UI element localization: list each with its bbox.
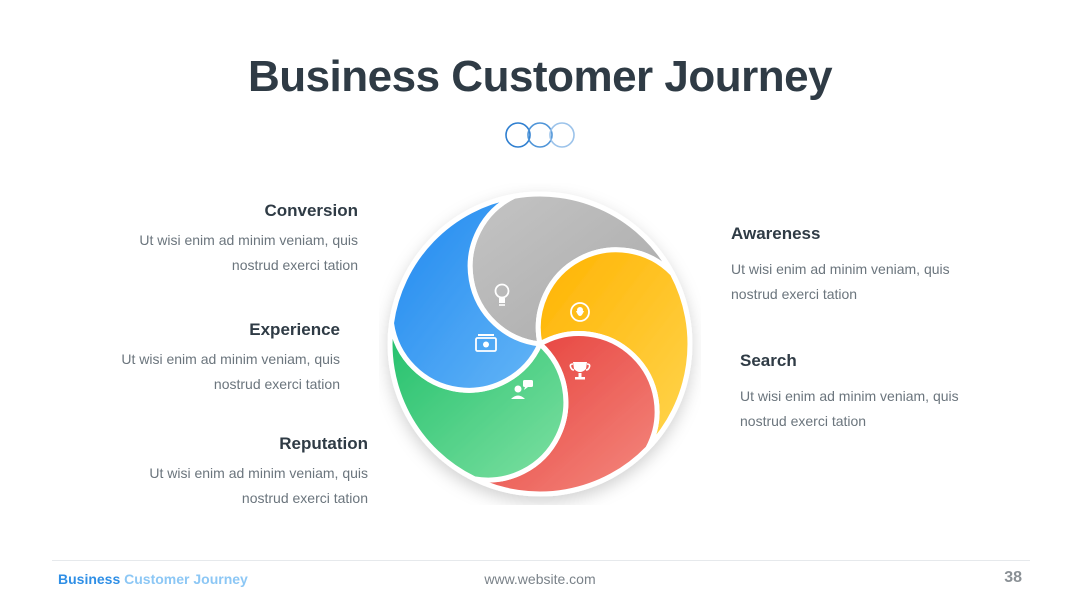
conversion-segment xyxy=(389,193,543,393)
conversion-text-line2: nostrud exerci tation xyxy=(231,257,358,273)
footer-brand: Business Customer Journey xyxy=(58,571,248,587)
chat-user-icon xyxy=(511,380,533,399)
journey-wheel xyxy=(387,191,693,497)
decorative-rings-icon xyxy=(505,122,575,148)
experience-text-line1: Ut wisi enim ad minim veniam, quis xyxy=(121,351,340,367)
location-pin-icon xyxy=(570,302,590,322)
page-title: Business Customer Journey xyxy=(247,52,833,101)
conversion-description: Ut wisi enim ad minim veniam, quis nostr… xyxy=(98,228,358,278)
awareness-text-line1: Ut wisi enim ad minim veniam, quis xyxy=(731,261,950,277)
reputation-text-line2: nostrud exerci tation xyxy=(241,490,368,506)
footer-divider xyxy=(52,560,1030,561)
money-icon xyxy=(475,334,497,352)
reputation-description: Ut wisi enim ad minim veniam, quis nostr… xyxy=(108,461,368,511)
conversion-text-line1: Ut wisi enim ad minim veniam, quis xyxy=(139,232,358,248)
page-number: 38 xyxy=(1004,569,1022,586)
reputation-text-line1: Ut wisi enim ad minim veniam, quis xyxy=(149,465,368,481)
experience-label: Experience xyxy=(249,320,340,339)
awareness-description: Ut wisi enim ad minim veniam, quis nostr… xyxy=(731,257,991,307)
search-text-line2: nostrud exerci tation xyxy=(740,413,867,429)
reputation-label: Reputation xyxy=(279,434,368,453)
search-text-line1: Ut wisi enim ad minim veniam, quis xyxy=(740,388,959,404)
conversion-label: Conversion xyxy=(264,201,358,220)
lightbulb-icon xyxy=(494,283,510,306)
footer-brand-second: Customer Journey xyxy=(124,571,248,587)
awareness-text-line2: nostrud exerci tation xyxy=(731,286,858,302)
search-label: Search xyxy=(740,351,797,370)
footer-website: www.website.com xyxy=(484,571,596,587)
trophy-icon xyxy=(569,362,591,380)
search-description: Ut wisi enim ad minim veniam, quis nostr… xyxy=(740,384,1000,434)
awareness-label: Awareness xyxy=(731,224,821,243)
experience-text-line2: nostrud exerci tation xyxy=(213,376,340,392)
footer-brand-first: Business xyxy=(58,571,121,587)
experience-description: Ut wisi enim ad minim veniam, quis nostr… xyxy=(80,347,340,397)
